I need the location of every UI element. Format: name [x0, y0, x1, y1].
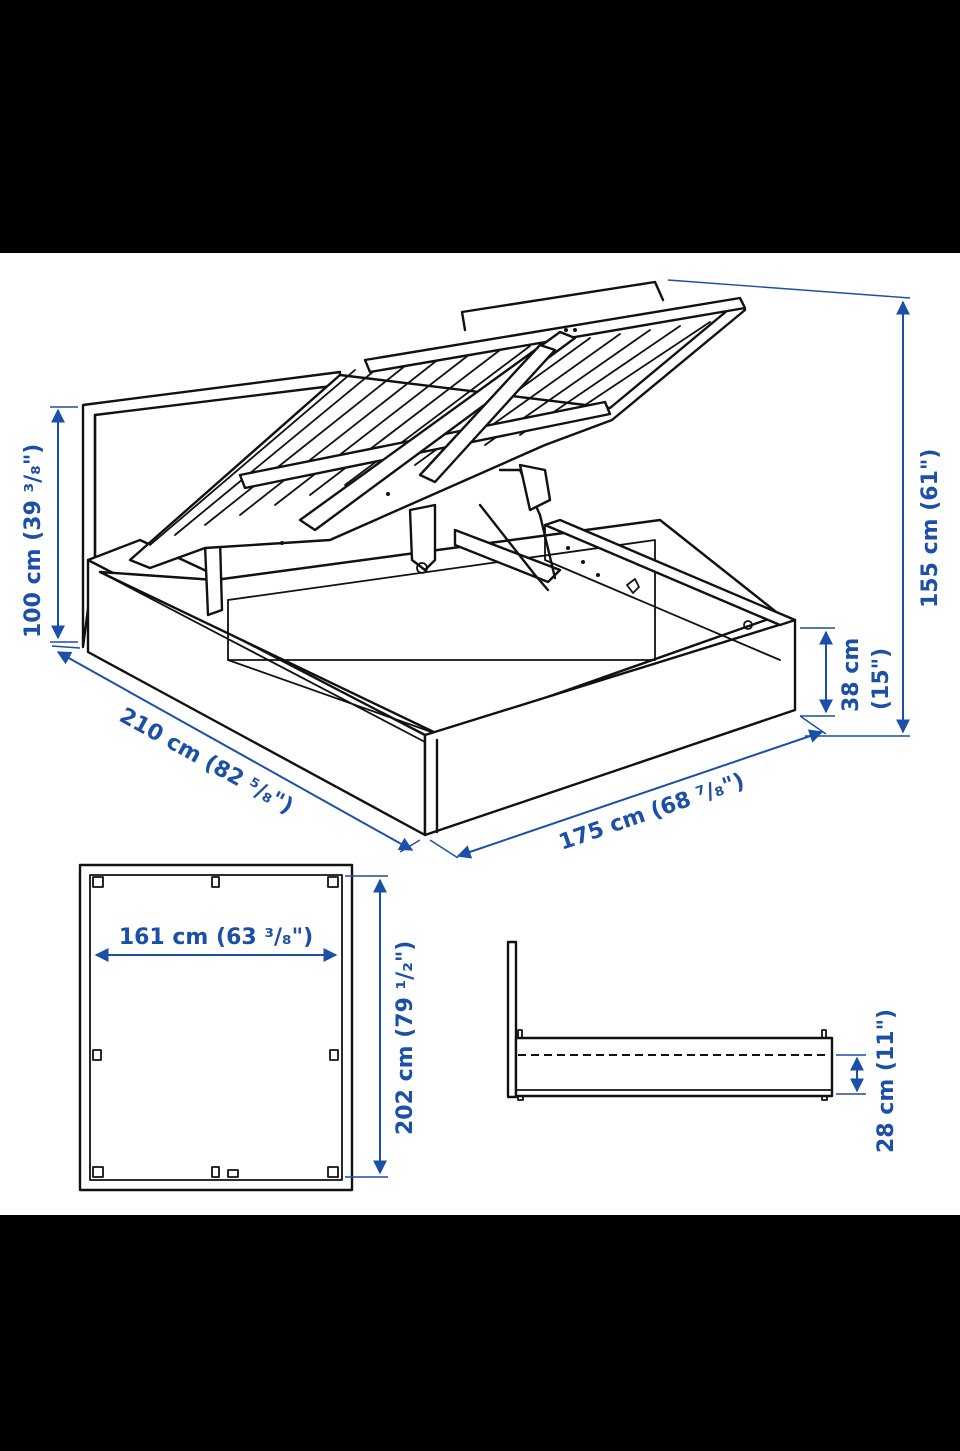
storage-depth-label: 28 cm (11"): [874, 1009, 899, 1153]
side-height-cm-label: 38 cm: [839, 638, 864, 712]
mattress-length-label: 202 cm (79 ¹/₂"): [393, 941, 418, 1135]
lift-mechanism: [408, 463, 562, 592]
side-height-in-label: (15"): [869, 648, 894, 710]
isometric-bed-view: [81, 280, 797, 837]
headboard-height-label: 100 cm (39 ³/₈"): [21, 444, 46, 638]
side-view: 28 cm (11"): [506, 940, 899, 1153]
plan-view: 161 cm (63 ³/₈") 202 cm (79 ¹/₂"): [78, 863, 418, 1192]
total-height-label: 155 cm (61"): [918, 449, 943, 608]
lifting-slat-base: [128, 280, 747, 570]
mattress-width-label: 161 cm (63 ³/₈"): [119, 925, 313, 950]
lift-handle: [460, 280, 665, 332]
